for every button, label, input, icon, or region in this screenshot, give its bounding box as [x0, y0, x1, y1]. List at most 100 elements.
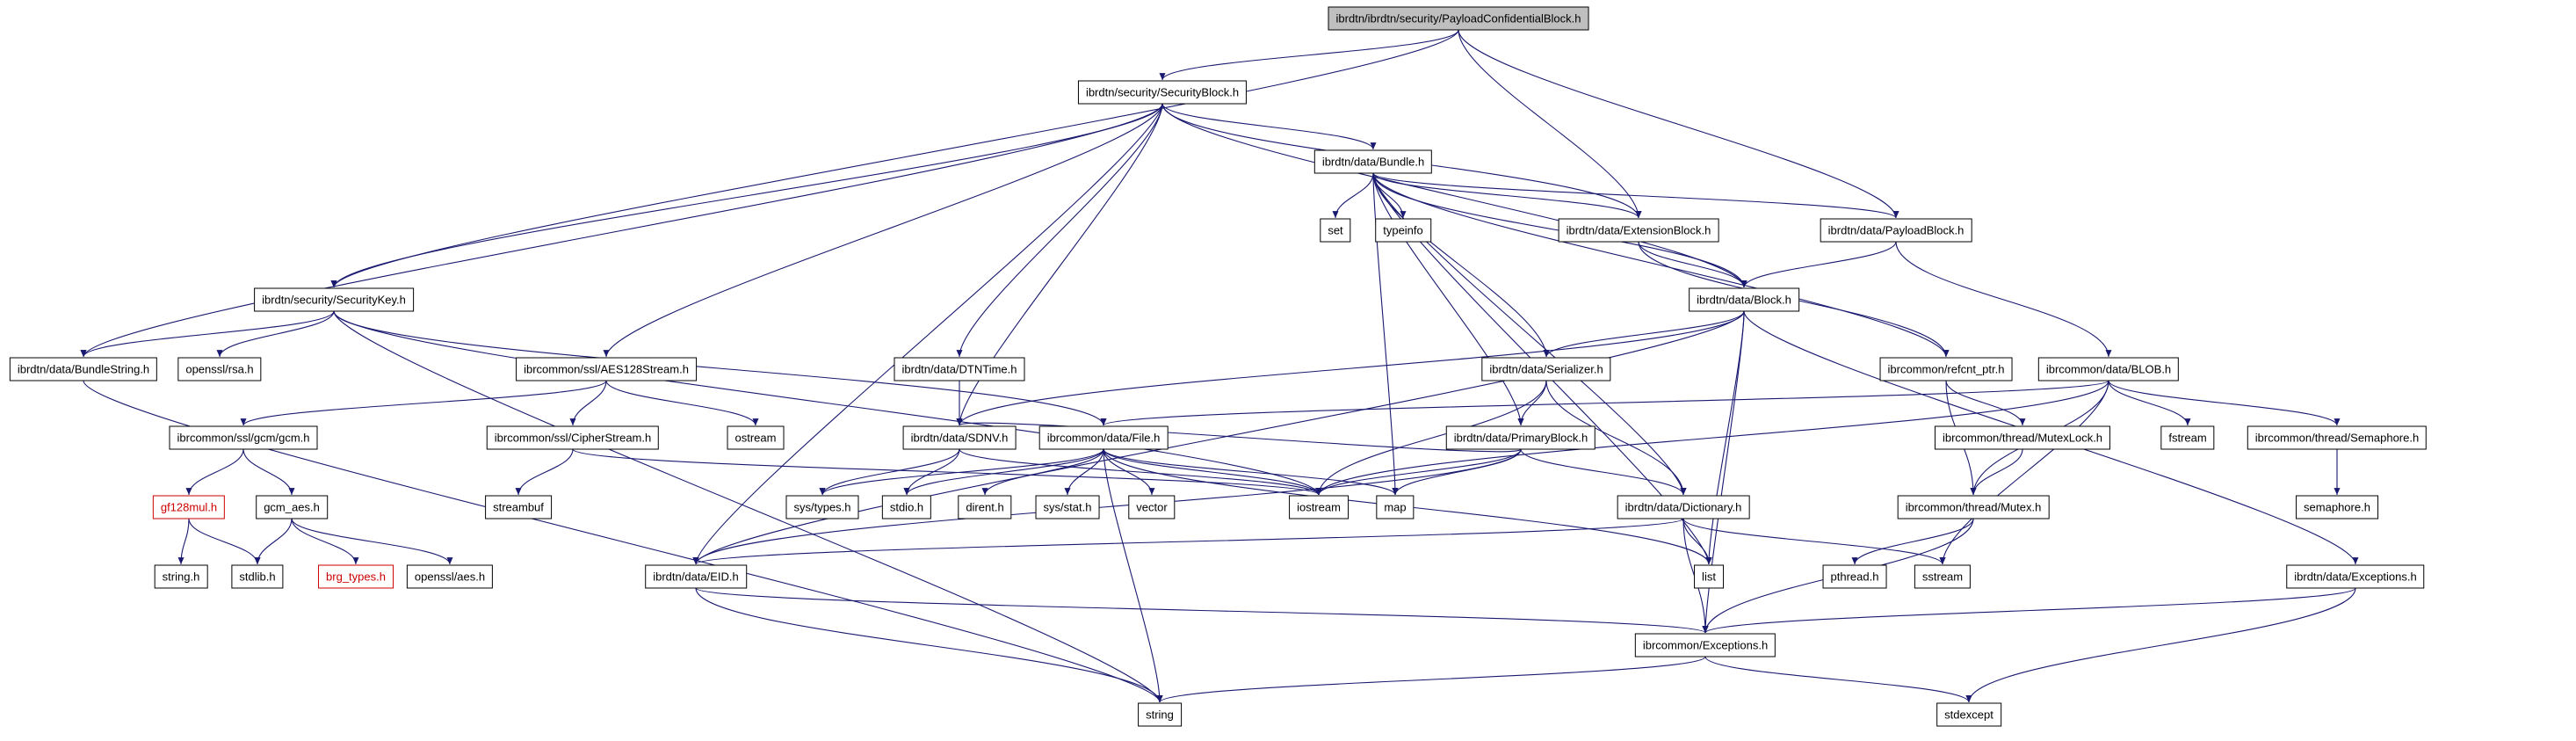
- edge-file-to-dirent: [981, 448, 1104, 496]
- edge-pcb-to-payloadblock: [1458, 29, 1899, 219]
- node-pthread: pthread.h: [1822, 564, 1887, 589]
- node-secblock[interactable]: ibrdtn/security/SecurityBlock.h: [1077, 80, 1248, 105]
- edge-bundle-to-extblock: [1372, 172, 1642, 219]
- edge-gcm-to-gcmaes: [242, 448, 295, 496]
- edge-blob-to-semaphoreh: [2108, 380, 2341, 426]
- node-dirent: dirent.h: [958, 495, 1012, 519]
- edge-gf128mul-to-stringh: [177, 518, 190, 565]
- node-sdnv[interactable]: ibrdtn/data/SDNV.h: [902, 425, 1017, 450]
- node-mutexlock[interactable]: ibrcommon/thread/MutexLock.h: [1934, 425, 2111, 450]
- edge-sdnv-to-systypes: [819, 448, 960, 496]
- node-typeinfo: typeinfo: [1375, 218, 1431, 243]
- edge-primaryblock-to-dictionary: [1520, 448, 1687, 496]
- node-mutex[interactable]: ibrcommon/thread/Mutex.h: [1897, 495, 2050, 519]
- edge-serializer-to-dictionary: [1545, 380, 1687, 496]
- edge-file-to-vector: [1103, 448, 1155, 496]
- edge-mutexlock-to-mutex: [1970, 448, 2023, 496]
- edge-pcb-to-extblock: [1458, 29, 1642, 219]
- edge-seckey-to-rsa: [216, 310, 335, 358]
- node-gf128mul[interactable]: gf128mul.h: [152, 495, 226, 519]
- node-primaryblock[interactable]: ibrdtn/data/PrimaryBlock.h: [1445, 425, 1596, 450]
- edge-bundle-to-refcnt: [1372, 172, 1950, 358]
- edge-secblock-to-bundlestring: [80, 103, 1163, 358]
- edge-gcmaes-to-aesh: [291, 518, 453, 565]
- node-extblock[interactable]: ibrdtn/data/ExtensionBlock.h: [1558, 218, 1719, 243]
- node-stdioh: stdio.h: [881, 495, 932, 519]
- node-dexceptions[interactable]: ibrdtn/data/Exceptions.h: [2286, 564, 2425, 589]
- edge-file-to-string: [1103, 448, 1163, 703]
- node-gcmaes[interactable]: gcm_aes.h: [256, 495, 328, 519]
- edge-blob-to-iostream: [1315, 380, 2109, 496]
- edge-file-to-map: [1103, 448, 1399, 496]
- edge-block-to-list: [1705, 310, 1745, 565]
- edge-file-to-sysstat: [1064, 448, 1104, 496]
- edge-secblock-to-seckey: [330, 103, 1163, 288]
- node-file[interactable]: ibrcommon/data/File.h: [1038, 425, 1169, 450]
- edge-extblock-to-block: [1638, 241, 1747, 288]
- edge-blob-to-fstream: [2108, 380, 2191, 426]
- edge-cexceptions-to-stdexcept: [1704, 656, 1972, 703]
- node-pcb: ibrdtn/ibrdtn/security/PayloadConfidenti…: [1328, 6, 1589, 31]
- node-map: map: [1376, 495, 1415, 519]
- edge-secblock-to-block: [1161, 103, 1747, 288]
- edge-eid-to-cexceptions: [695, 587, 1709, 634]
- node-refcnt[interactable]: ibrcommon/refcnt_ptr.h: [1879, 357, 2013, 381]
- node-payloadblock[interactable]: ibrdtn/data/PayloadBlock.h: [1820, 218, 1972, 243]
- node-cexceptions[interactable]: ibrcommon/Exceptions.h: [1634, 633, 1776, 657]
- edge-pcb-to-seckey: [330, 29, 1459, 288]
- edge-bundle-to-dictionary: [1372, 172, 1687, 496]
- node-streambuf: streambuf: [485, 495, 552, 519]
- node-string: string: [1138, 702, 1182, 727]
- edge-eid-to-string: [695, 587, 1163, 703]
- edge-secblock-to-sdnv: [956, 103, 1163, 426]
- edge-bundle-to-serializer: [1372, 172, 1550, 358]
- node-block[interactable]: ibrdtn/data/Block.h: [1689, 287, 1799, 312]
- node-seckey[interactable]: ibrdtn/security/SecurityKey.h: [254, 287, 414, 312]
- edge-bundle-to-payloadblock: [1372, 172, 1899, 219]
- edge-gf128mul-to-stdlibh: [188, 518, 261, 565]
- edge-seckey-to-bundlestring: [80, 310, 335, 358]
- edge-primaryblock-to-sdnv: [956, 418, 1522, 453]
- edge-dictionary-to-list: [1682, 518, 1712, 565]
- node-eid[interactable]: ibrdtn/data/EID.h: [645, 564, 747, 589]
- node-gcm[interactable]: ibrcommon/ssl/gcm/gcm.h: [169, 425, 318, 450]
- node-bundle[interactable]: ibrdtn/data/Bundle.h: [1313, 149, 1433, 174]
- edge-secblock-to-dtntime: [956, 103, 1163, 358]
- edge-pcb-to-secblock: [1159, 29, 1459, 81]
- node-brgtypes[interactable]: brg_types.h: [318, 564, 394, 589]
- edge-secblock-to-bundle: [1161, 103, 1377, 150]
- node-stdlibh: stdlib.h: [231, 564, 284, 589]
- edge-payloadblock-to-block: [1740, 241, 1897, 288]
- edge-sdnv-to-iostream: [959, 448, 1322, 496]
- node-aes128[interactable]: ibrcommon/ssl/AES128Stream.h: [516, 357, 697, 381]
- edge-dictionary-to-eid: [692, 518, 1684, 565]
- edge-cexceptions-to-string: [1156, 656, 1706, 703]
- node-blob[interactable]: ibrcommon/data/BLOB.h: [2037, 357, 2180, 381]
- node-ostream: ostream: [727, 425, 785, 450]
- node-dictionary[interactable]: ibrdtn/data/Dictionary.h: [1617, 495, 1750, 519]
- node-bundlestring[interactable]: ibrdtn/data/BundleString.h: [9, 357, 158, 381]
- edge-block-to-eid: [692, 310, 1745, 565]
- edge-primaryblock-to-iostream: [1315, 448, 1522, 496]
- edge-aes128-to-cipherstream: [569, 380, 607, 426]
- edge-payloadblock-to-blob: [1895, 241, 2112, 358]
- node-semaphoreh[interactable]: ibrcommon/thread/Semaphore.h: [2247, 425, 2428, 450]
- edge-bundle-to-set: [1332, 172, 1374, 219]
- node-dtntime[interactable]: ibrdtn/data/DTNTime.h: [894, 357, 1025, 381]
- edge-blob-to-sstream: [1939, 380, 2109, 565]
- edge-aes128-to-ostream: [605, 380, 759, 426]
- node-cipherstream[interactable]: ibrcommon/ssl/CipherStream.h: [486, 425, 660, 450]
- node-stdexcept: stdexcept: [1936, 702, 2001, 727]
- edge-bundlestring-to-string: [83, 380, 1163, 703]
- node-aesh: openssl/aes.h: [406, 564, 494, 589]
- edge-seckey-to-string: [333, 310, 1163, 703]
- edge-group: [80, 29, 2359, 703]
- edge-dictionary-to-sstream: [1682, 518, 1946, 565]
- edge-file-to-iostream: [1103, 448, 1322, 496]
- edge-blob-to-file: [1100, 380, 2109, 426]
- node-serializer[interactable]: ibrdtn/data/Serializer.h: [1481, 357, 1611, 381]
- node-semaphorel: semaphore.h: [2296, 495, 2378, 519]
- edge-aes128-to-gcm: [240, 380, 607, 426]
